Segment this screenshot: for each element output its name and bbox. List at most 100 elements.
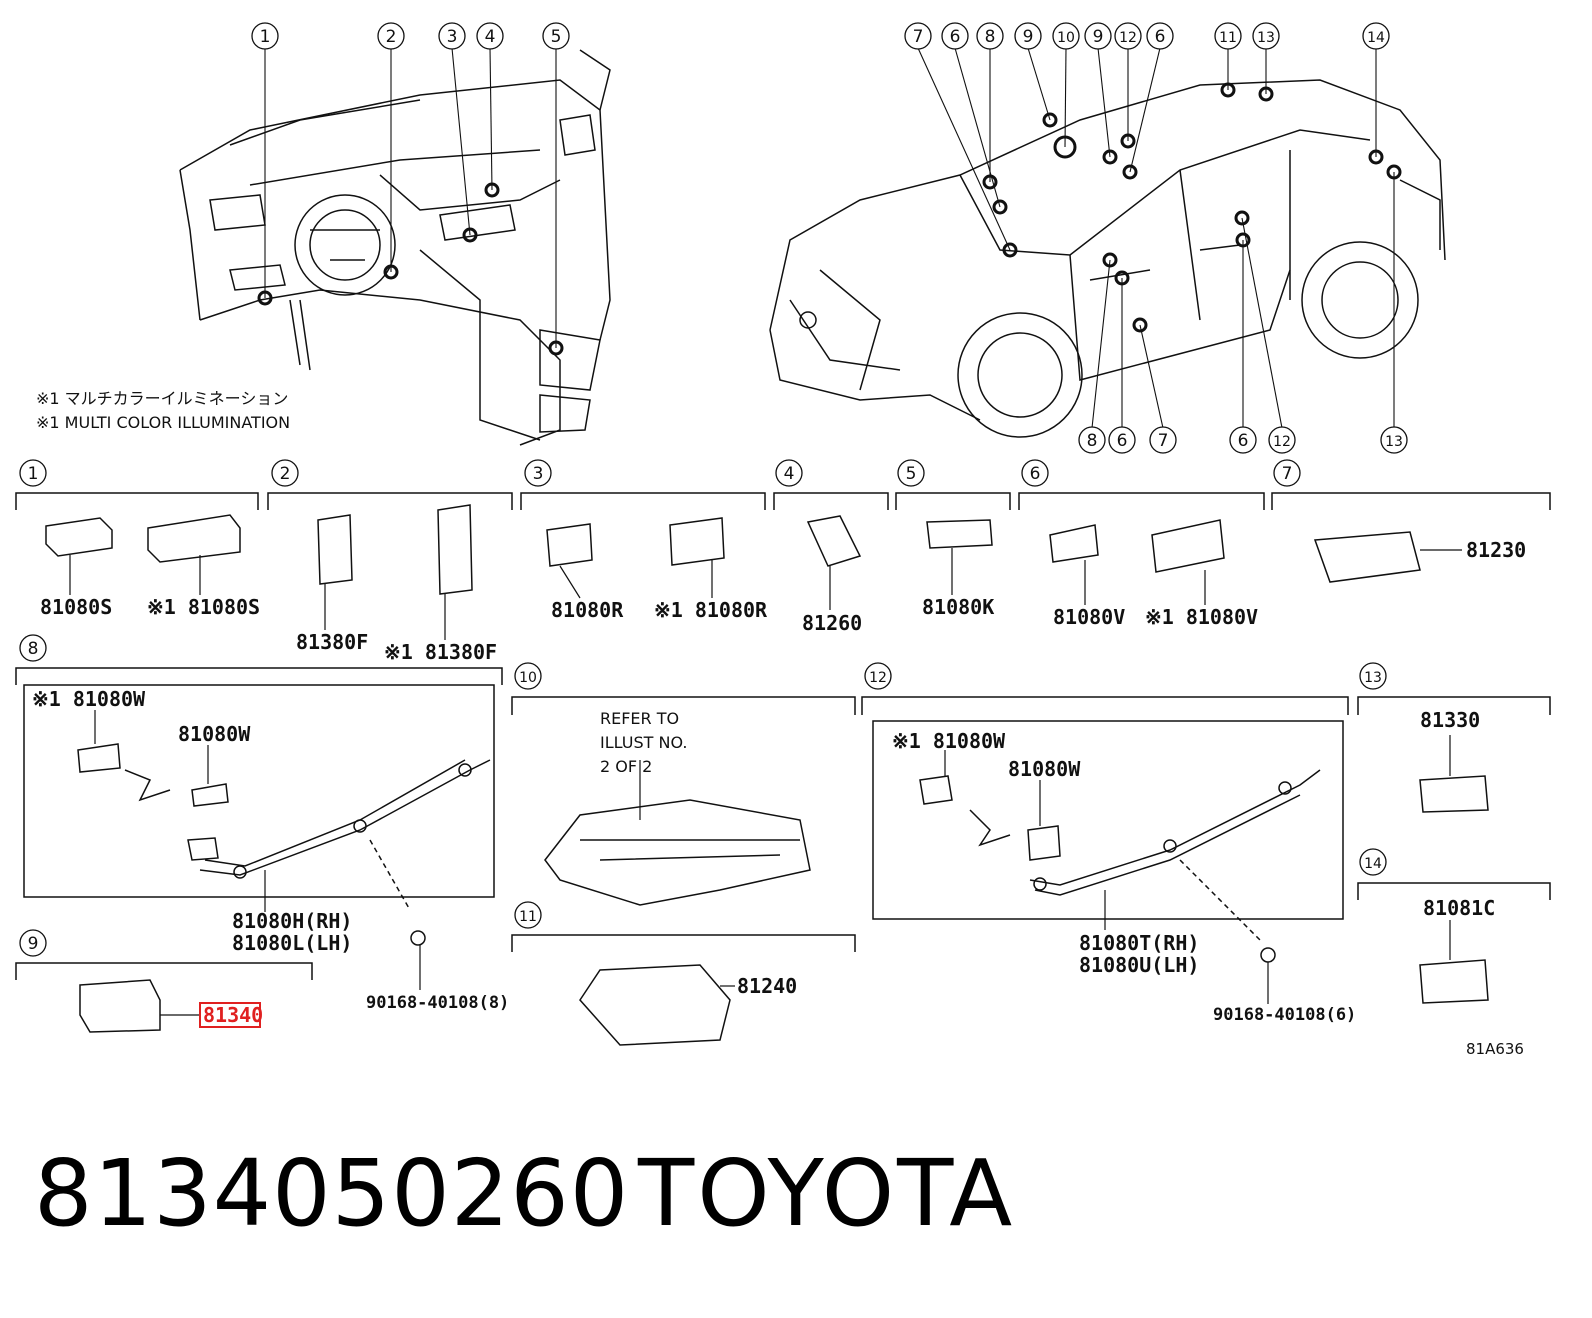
- vehicle-illustration: [769, 79, 1446, 438]
- part-label[interactable]: 81080L(LH): [232, 931, 352, 955]
- callout-number: 2: [386, 27, 397, 47]
- illustration-reference: 81A636: [1466, 1040, 1524, 1058]
- section-number-5: 5: [906, 464, 917, 484]
- callout-number: 6: [1155, 27, 1166, 47]
- section-number-10: 10: [519, 670, 537, 686]
- interior-dashboard-illustration: [179, 49, 611, 446]
- section-number-12: 12: [869, 670, 887, 686]
- callout-number: 9: [1023, 27, 1034, 47]
- section-number-2: 2: [280, 464, 291, 484]
- callout-leaders: [264, 47, 1395, 429]
- part-label[interactable]: 81081C: [1423, 896, 1495, 920]
- part-label[interactable]: 90168-40108(6): [1213, 1005, 1356, 1025]
- callout-circle: [1078, 426, 1106, 454]
- section-number-3: 3: [533, 464, 544, 484]
- section-number-6: 6: [1030, 464, 1041, 484]
- callout-circle: [1214, 22, 1242, 50]
- callout-circle: [1014, 22, 1042, 50]
- part-label[interactable]: 81230: [1466, 538, 1526, 562]
- callout-circle: [1380, 426, 1408, 454]
- callout-number: 7: [913, 27, 924, 47]
- section-brackets: [15, 492, 1551, 980]
- leader-lines: [69, 548, 1462, 1016]
- section-number-4: 4: [784, 464, 795, 484]
- callout-circle: [976, 22, 1004, 50]
- note-en: ※1 MULTI COLOR ILLUMINATION: [36, 413, 290, 432]
- part-label[interactable]: 81080V: [1053, 605, 1125, 629]
- refer-line-3: 2 OF 2: [600, 757, 652, 776]
- footer-brand: TOYOTA: [638, 1140, 1016, 1247]
- section-number-14: 14: [1364, 856, 1382, 872]
- callout-number: 10: [1057, 30, 1075, 46]
- part-label[interactable]: 81080K: [922, 595, 994, 619]
- part-label[interactable]: 81380F: [296, 630, 368, 654]
- callout-circle: [1149, 426, 1177, 454]
- part-label[interactable]: ※1 81080W: [892, 729, 1006, 753]
- section-number-9: 9: [28, 934, 39, 954]
- refer-line-1: REFER TO: [600, 709, 679, 728]
- part-label[interactable]: 81080W: [1008, 757, 1081, 781]
- callout-number: 4: [485, 27, 496, 47]
- callout-circle: [1084, 22, 1112, 50]
- part-label[interactable]: ※1 81080S: [147, 595, 260, 619]
- highlighted-part-label[interactable]: 81340: [203, 1003, 263, 1027]
- callout-number: 12: [1119, 30, 1137, 46]
- part-sketches: [45, 504, 1489, 1046]
- callout-number: 8: [1087, 431, 1098, 451]
- callout-circle: [1252, 22, 1280, 50]
- callout-circle: [904, 22, 932, 50]
- callout-circle: [438, 22, 466, 50]
- callout-number: 13: [1385, 434, 1403, 450]
- callout-circle: [1362, 22, 1390, 50]
- callout-circle: [1052, 22, 1080, 50]
- part-label[interactable]: 81260: [802, 611, 862, 635]
- callout-number: 12: [1273, 434, 1291, 450]
- part-label[interactable]: ※1 81080R: [654, 598, 768, 622]
- callout-number: 5: [551, 27, 562, 47]
- refer-line-2: ILLUST NO.: [600, 733, 687, 752]
- callout-number: 1: [260, 27, 271, 47]
- callout-circle: [1114, 22, 1142, 50]
- callout-circle: [1229, 426, 1257, 454]
- callout-number: 6: [1238, 431, 1249, 451]
- part-label[interactable]: 81080W: [178, 722, 251, 746]
- part-label[interactable]: ※1 81080W: [32, 687, 146, 711]
- callout-number: 14: [1367, 30, 1385, 46]
- callout-number: 3: [447, 27, 458, 47]
- part-label[interactable]: 81080S: [40, 595, 112, 619]
- callout-number: 8: [985, 27, 996, 47]
- section-numbers: [19, 459, 1387, 957]
- callout-number: 13: [1257, 30, 1275, 46]
- part-label[interactable]: 90168-40108(8): [366, 993, 509, 1013]
- callout-circle: [1108, 426, 1136, 454]
- part-label[interactable]: 81080H(RH): [232, 909, 352, 933]
- note-jp: ※1 マルチカラーイルミネーション: [36, 389, 288, 408]
- part-label[interactable]: ※1 81080V: [1145, 605, 1258, 629]
- section-number-1: 1: [28, 464, 39, 484]
- section-number-13: 13: [1364, 670, 1382, 686]
- section-number-7: 7: [1282, 464, 1293, 484]
- section-number-11: 11: [519, 909, 537, 925]
- part-label[interactable]: 81080U(LH): [1079, 953, 1199, 977]
- callout-circle: [1268, 426, 1296, 454]
- callout-circle: [476, 22, 504, 50]
- part-label[interactable]: 81330: [1420, 708, 1480, 732]
- callout-number: 9: [1093, 27, 1104, 47]
- part-label[interactable]: ※1 81380F: [384, 640, 497, 664]
- part-label[interactable]: 81240: [737, 974, 797, 998]
- callout-number: 6: [1117, 431, 1128, 451]
- part-label[interactable]: 81080R: [551, 598, 624, 622]
- location-markers: [257, 82, 1402, 356]
- callout-circle: [941, 22, 969, 50]
- callout-number: 6: [950, 27, 961, 47]
- callout-circle: [377, 22, 405, 50]
- callout-circle: [542, 22, 570, 50]
- part-label[interactable]: 81080T(RH): [1079, 931, 1199, 955]
- highlight-box: [199, 1002, 261, 1028]
- callout-number: 11: [1219, 30, 1237, 46]
- callout-number: 7: [1158, 431, 1169, 451]
- callout-circle: [1146, 22, 1174, 50]
- section-number-8: 8: [28, 639, 39, 659]
